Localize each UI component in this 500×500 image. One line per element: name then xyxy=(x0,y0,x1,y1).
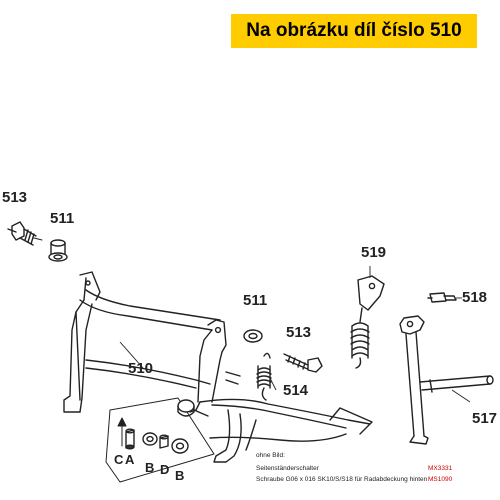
kit-letter-a: A xyxy=(125,452,135,467)
callout-517: 517 xyxy=(472,410,498,427)
part-517-side-stand xyxy=(399,315,494,445)
callout-519: 519 xyxy=(361,244,387,261)
part-511-center-washer xyxy=(243,329,263,343)
kit-letter-b1: B xyxy=(145,460,155,475)
kit-letter-b2: B xyxy=(175,468,185,483)
callout-511-left: 511 xyxy=(50,210,75,227)
notes-row2-code: MS1090 xyxy=(428,476,453,483)
callout-513-center: 513 xyxy=(286,324,312,341)
callout-510: 510 xyxy=(128,360,154,377)
callout-511-center: 511 xyxy=(243,292,268,309)
notes-row1-code: MX3331 xyxy=(428,465,453,472)
leader-510 xyxy=(119,341,144,369)
part-511-left-bushing xyxy=(48,239,68,262)
notes-row1-text: Seitenständerschalter xyxy=(256,465,319,472)
small-parts-kit xyxy=(105,397,215,483)
part-514-spring xyxy=(256,352,272,401)
callout-518: 518 xyxy=(462,289,488,306)
notes-row2-text: Schraube G06 x 016 SK10/S/S18 für Radabd… xyxy=(256,476,428,483)
part-number-banner: Na obrázku díl číslo 510 xyxy=(231,14,477,48)
callout-514: 514 xyxy=(283,382,309,399)
leader-514 xyxy=(269,377,277,391)
notes-heading: ohne Bild: xyxy=(256,452,285,459)
part-513-left-bolt xyxy=(7,221,37,246)
leader-517 xyxy=(451,389,471,403)
kit-letter-c: C xyxy=(114,452,124,467)
part-510-center-stand xyxy=(63,271,373,463)
banner-text: Na obrázku díl číslo 510 xyxy=(246,20,462,41)
kit-letter-d: D xyxy=(160,462,170,477)
part-519-spring-bracket xyxy=(350,275,385,369)
part-518-pin xyxy=(427,292,457,303)
callout-513-left: 513 xyxy=(2,189,28,206)
part-513-center-bolt xyxy=(283,353,323,373)
